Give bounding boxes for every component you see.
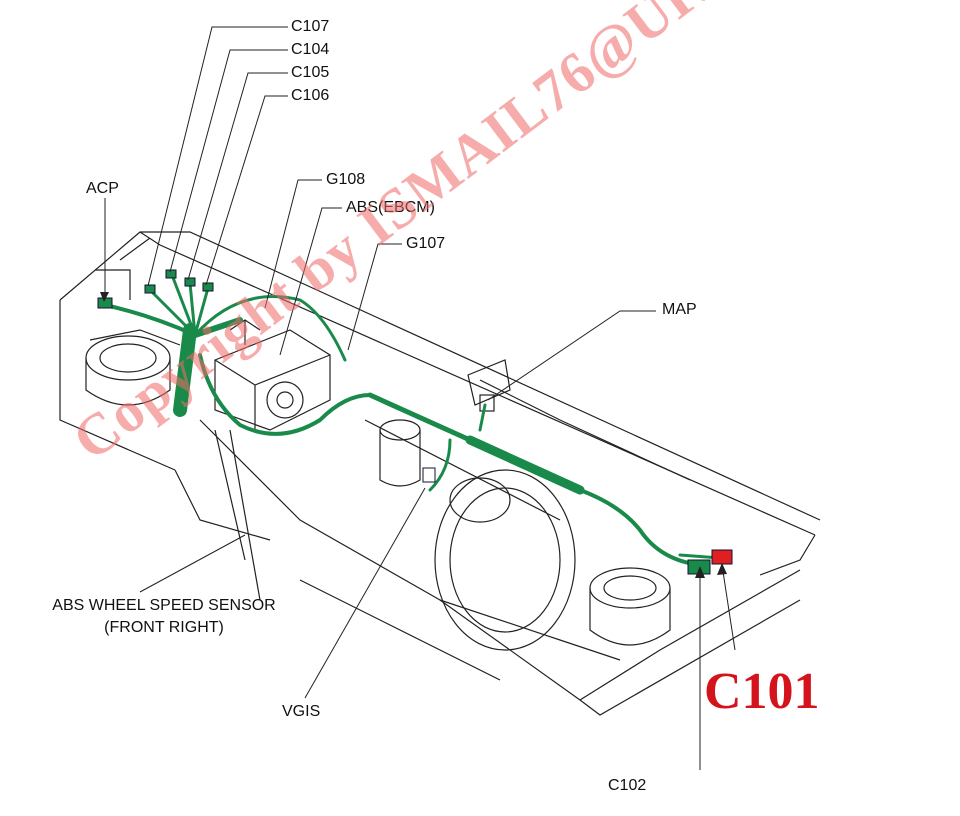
label-abs-wheel-speed-sensor: ABS WHEEL SPEED SENSOR (FRONT RIGHT): [30, 598, 298, 636]
label-c101: C101: [704, 663, 820, 720]
label-abs-sensor-line2: (FRONT RIGHT): [104, 619, 224, 636]
label-c102: C102: [608, 777, 647, 794]
c104-connector: [165, 269, 177, 279]
strut-tower-left: [85, 335, 171, 406]
fluid-reservoir: [379, 419, 421, 487]
wiring-harness: [103, 273, 722, 567]
c101-connector: [711, 549, 733, 565]
vgis-connector: [422, 467, 436, 483]
label-abs-sensor-line1: ABS WHEEL SPEED SENSOR: [52, 597, 276, 614]
label-c107: C107: [291, 18, 330, 35]
label-g107: G107: [406, 235, 446, 252]
leader-lines: [104, 26, 736, 770]
vehicle-body-outline: [59, 231, 821, 716]
label-vgis: VGIS: [282, 703, 321, 720]
c107-connector: [144, 284, 156, 294]
c105-connector: [184, 277, 196, 287]
c106-connector: [202, 282, 214, 292]
abs-ebcm-module: [214, 319, 331, 431]
label-c105: C105: [291, 64, 330, 81]
label-g108: G108: [326, 171, 366, 188]
strut-tower-right: [589, 567, 671, 646]
leader-arrowheads: [100, 292, 727, 578]
label-map: MAP: [662, 301, 697, 318]
brake-booster: [434, 469, 576, 651]
label-c106: C106: [291, 87, 330, 104]
label-c104: C104: [291, 41, 330, 58]
label-acp: ACP: [86, 180, 119, 197]
label-abs-ebcm: ABS(EBCM): [346, 199, 435, 216]
map-sensor-bracket: [467, 359, 511, 412]
